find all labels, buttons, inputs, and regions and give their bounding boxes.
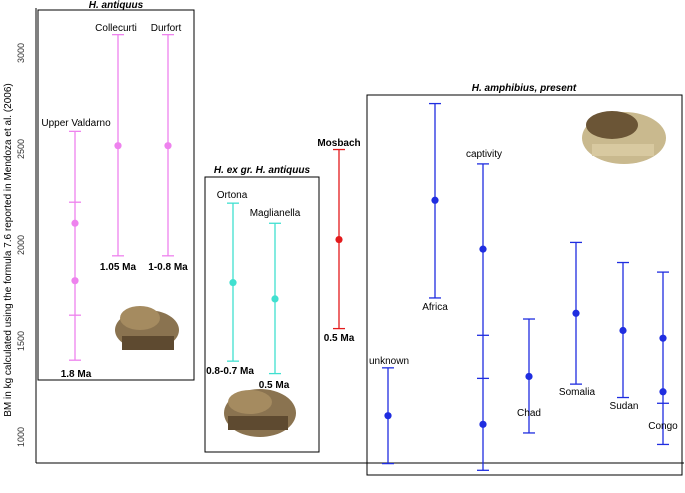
skull-illustration-amphibius [582, 111, 666, 164]
data-point [479, 420, 487, 428]
series-label: Ortona [217, 190, 248, 201]
skull-illustration-ex-gr-antiquus [224, 389, 296, 437]
group-box-antiquus [37, 9, 195, 381]
data-point [71, 277, 79, 285]
group-title-ex-gr-antiquus: H. ex gr. H. antiquus [214, 165, 311, 176]
age-label: 1-0.8 Ma [148, 262, 188, 273]
series-label: Congo [648, 421, 678, 432]
age-label: 0.5 Ma [259, 380, 290, 391]
series-label: captivity [466, 149, 502, 160]
data-point [525, 372, 533, 381]
y-tick-label: 1500 [16, 331, 26, 351]
data-point [572, 309, 580, 317]
series-label: Africa [422, 302, 448, 313]
series-label: Sudan [610, 401, 639, 412]
group-box-amphibius [366, 94, 683, 476]
age-label: 0.5 Ma [324, 333, 355, 344]
series-label: Mosbach [317, 138, 360, 149]
data-point [114, 142, 122, 150]
y-tick-label: 2500 [16, 139, 26, 159]
series-label: Somalia [559, 387, 596, 398]
y-tick-label: 3000 [16, 43, 26, 63]
data-point [229, 279, 237, 287]
data-point [164, 142, 172, 150]
data-point [384, 412, 392, 420]
group-title-antiquus: H. antiquus [89, 0, 144, 11]
data-point [619, 326, 627, 335]
data-point [659, 388, 667, 396]
skull-illustration-antiquus [115, 306, 179, 350]
group-box-ex-gr-antiquus [204, 176, 320, 453]
series-label: unknown [369, 356, 409, 367]
age-label: 1.8 Ma [61, 369, 92, 380]
data-point [431, 196, 439, 204]
age-label: 0.8-0.7 Ma [206, 366, 254, 377]
y-axis-label: BM in kg calculated using the formula 7.… [3, 83, 14, 417]
series-label: Upper Valdarno [41, 118, 111, 129]
group-title-amphibius: H. amphibius, present [472, 83, 577, 94]
y-ticks: 1000 1500 2000 2500 3000 [16, 43, 26, 447]
data-point [479, 245, 487, 253]
series-label: Maglianella [250, 208, 301, 219]
data-point [659, 334, 667, 342]
series-label: Durfort [151, 23, 182, 34]
series-label: Chad [517, 408, 541, 419]
y-tick-label: 1000 [16, 427, 26, 447]
data-point [71, 219, 79, 227]
y-tick-label: 2000 [16, 235, 26, 255]
age-label: 1.05 Ma [100, 262, 137, 273]
data-point [335, 235, 343, 244]
series-label: Collecurti [95, 23, 137, 34]
data-layer: Upper Valdarno 1.8 Ma Collecurti 1.05 Ma Dur… [41, 23, 678, 471]
data-point [271, 295, 279, 303]
